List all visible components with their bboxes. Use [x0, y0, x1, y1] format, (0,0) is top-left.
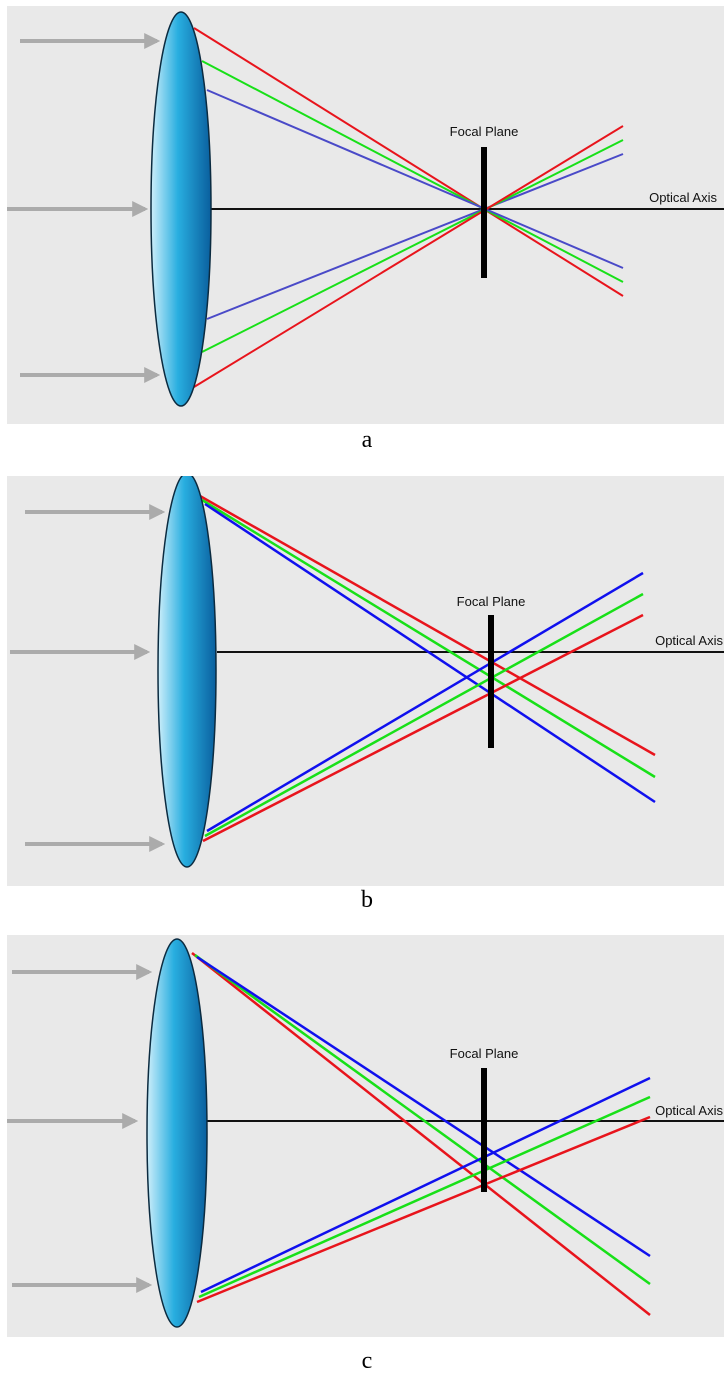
lens: [150, 11, 212, 407]
green-ray-top: [201, 498, 656, 779]
panel-a-svg: Focal Plane Optical Axis: [7, 11, 724, 407]
optical-axis-label: Optical Axis: [649, 190, 717, 205]
red-ray-bottom: [193, 125, 624, 388]
focal-plane-label: Focal Plane: [450, 1046, 519, 1061]
green-ray-top: [194, 953, 651, 1286]
diagram-panel-a: Focal Plane Optical Axis: [7, 6, 724, 424]
diagram-panel-c: Focal Plane Optical Axis: [7, 935, 724, 1337]
incoming-ray-arrows: [7, 964, 153, 1293]
optical-axis-label: Optical Axis: [655, 633, 723, 648]
rays: [199, 494, 656, 843]
panel-c-svg: Focal Plane Optical Axis: [7, 938, 724, 1328]
rays: [191, 952, 651, 1316]
blue-ray-top: [204, 502, 656, 804]
green-ray-bottom: [198, 1095, 651, 1299]
caption-b: b: [361, 887, 373, 913]
incoming-ray-arrows: [10, 504, 166, 852]
blue-ray-bottom: [206, 153, 624, 320]
lens: [146, 938, 208, 1328]
panel-b-svg: Focal Plane Optical Axis: [10, 476, 724, 868]
caption-a: a: [361, 427, 373, 453]
red-ray-bottom: [202, 613, 644, 843]
green-ray-top: [201, 60, 624, 283]
blue-ray-top: [196, 955, 651, 1258]
red-ray-bottom: [196, 1115, 651, 1304]
red-ray-top: [199, 494, 656, 757]
incoming-ray-arrows: [7, 33, 161, 383]
lens: [157, 476, 217, 868]
red-ray-top: [191, 952, 651, 1316]
focal-plane-label: Focal Plane: [457, 594, 526, 609]
blue-ray-top: [206, 89, 624, 269]
diagram-panel-b: Focal Plane Optical Axis: [7, 476, 724, 886]
focal-plane-label: Focal Plane: [450, 124, 519, 139]
rays: [193, 27, 624, 388]
blue-ray-bottom: [206, 571, 644, 833]
blue-ray-bottom: [200, 1076, 651, 1294]
optical-axis-label: Optical Axis: [655, 1103, 723, 1118]
red-ray-top: [193, 27, 624, 297]
caption-c: c: [361, 1348, 373, 1374]
green-ray-bottom: [204, 592, 644, 838]
green-ray-bottom: [201, 139, 624, 353]
